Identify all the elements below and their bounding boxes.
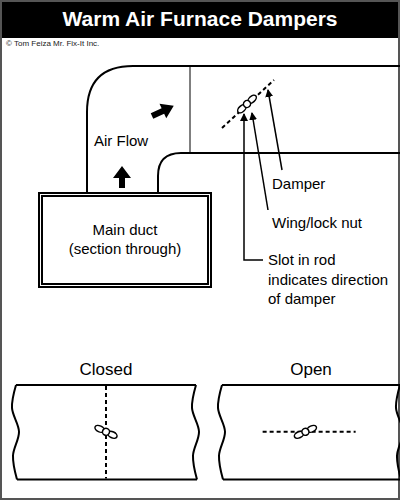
part-label: Damper	[272, 174, 325, 194]
leader-line	[244, 114, 263, 260]
wing-nut	[94, 424, 119, 440]
duct-section-outline	[218, 384, 400, 482]
duct-wall	[223, 479, 400, 481]
damper-plate	[222, 80, 274, 128]
wing-nut	[236, 93, 258, 114]
part-label: Wing/lock nut	[272, 213, 362, 233]
duct-section-walls	[218, 385, 400, 480]
duct-section-walls	[12, 385, 199, 480]
duct-wall	[222, 384, 400, 386]
leader-line	[252, 113, 268, 210]
duct-wall	[16, 384, 196, 386]
wing-nut	[293, 424, 318, 440]
airflow-arrow	[113, 166, 131, 188]
note-label: Slot in rod indicates direction of dampe…	[268, 250, 395, 309]
main-duct-box: Main duct (section through)	[38, 192, 212, 288]
panel-heading: Open	[218, 360, 400, 380]
wing-nut-hub	[101, 428, 110, 437]
title-text: Warm Air Furnace Dampers	[0, 0, 400, 38]
panel-heading: Closed	[12, 360, 200, 380]
duct-break-line	[218, 385, 225, 480]
airflow-arrow	[149, 99, 178, 124]
wing-nut-hub	[301, 428, 310, 437]
duct-break-line	[12, 385, 19, 480]
box-text: Main duct (section through)	[66, 221, 184, 259]
duct-section-panel: Closed	[12, 360, 200, 482]
copyright-note: © Tom Feiza Mr. Fix-It Inc.	[6, 39, 99, 49]
title-bar	[0, 0, 400, 38]
wing-nut-hub	[242, 99, 252, 109]
duct-break-line	[396, 385, 400, 480]
duct-break-line	[192, 385, 199, 480]
duct-wall	[17, 479, 197, 481]
duct-section-panel: Open	[218, 360, 400, 482]
leader-line	[268, 90, 282, 170]
duct-section-outline	[12, 384, 200, 482]
flow-label: Air Flow	[94, 131, 148, 151]
duct-joint	[190, 67, 191, 152]
